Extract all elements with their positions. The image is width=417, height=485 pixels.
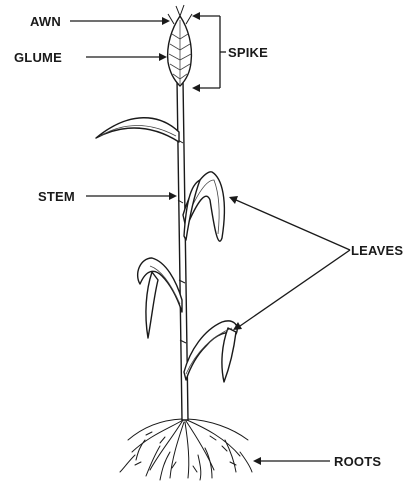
spike-arrow-bottom — [192, 84, 200, 92]
leaf-left-middle — [138, 258, 182, 338]
awn-label: AWN — [30, 14, 61, 29]
stem-arrowhead — [169, 192, 177, 200]
stem-label: STEM — [38, 189, 75, 204]
roots-arrowhead — [253, 457, 261, 465]
spike-label: SPIKE — [228, 45, 268, 60]
leaves-leader-line-upper — [236, 200, 350, 250]
roots-drawing — [120, 419, 252, 480]
leaf-right-lower — [184, 321, 237, 382]
leaves-label: LEAVES — [351, 243, 403, 258]
leaf-right-upper-back — [184, 180, 200, 240]
leaf-upper-left — [96, 118, 179, 142]
awn-arrowhead — [162, 17, 170, 25]
spike-drawing — [168, 5, 192, 86]
spike-arrow-top — [192, 12, 200, 20]
leaves-leader-line-lower — [240, 250, 350, 326]
roots-label: ROOTS — [334, 454, 381, 469]
glume-label: GLUME — [14, 50, 62, 65]
glume-arrowhead — [159, 53, 167, 61]
